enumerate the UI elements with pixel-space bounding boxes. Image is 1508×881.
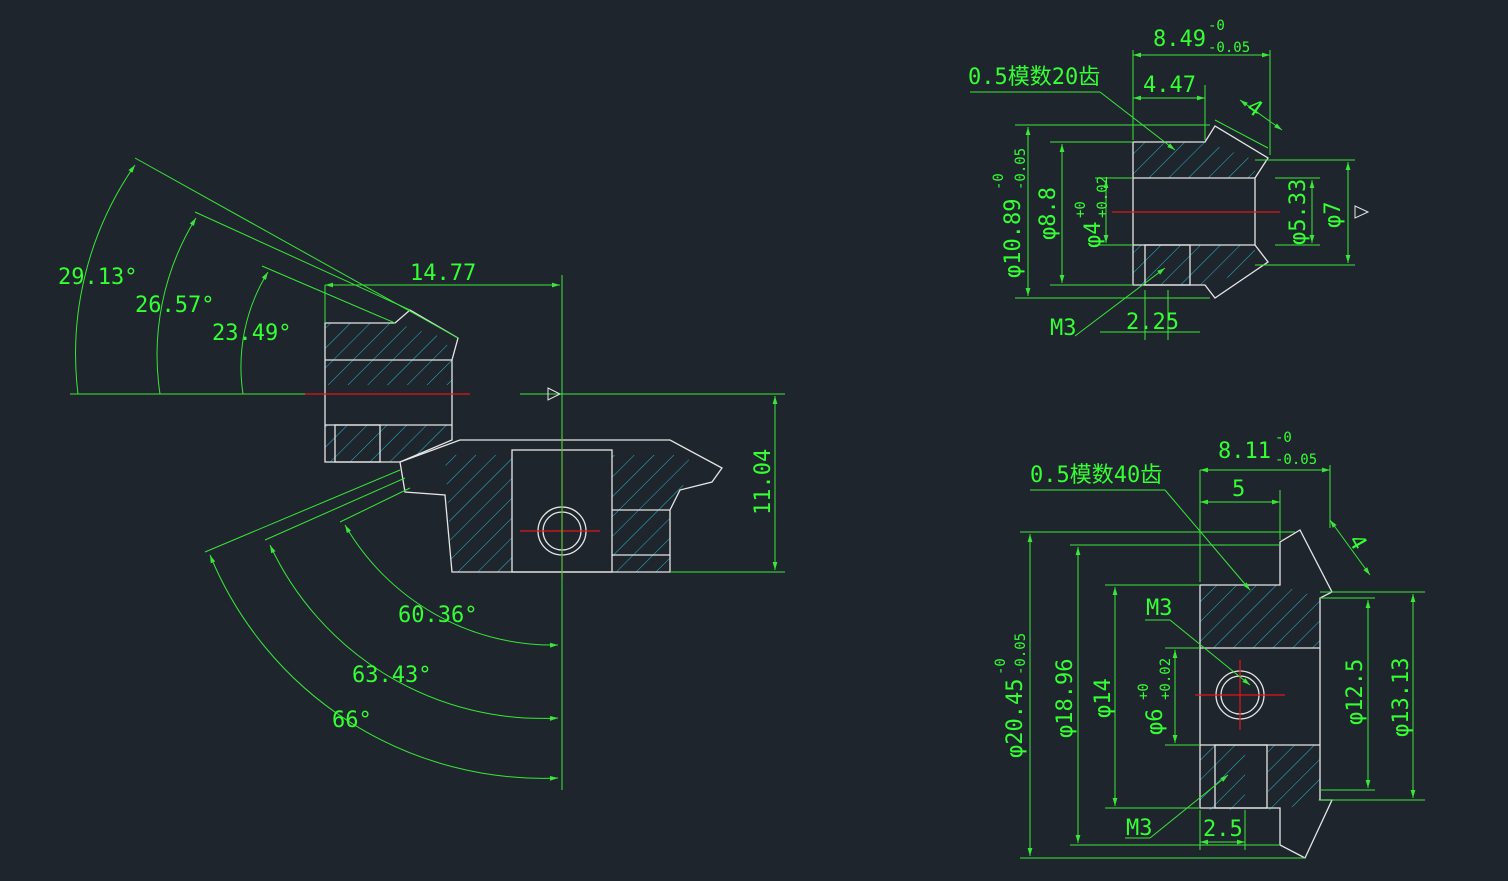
pinion-d3-dimension: φ7 <box>1321 202 1346 229</box>
gear-d2-dimension: φ14 <box>1091 678 1116 718</box>
pinion-bore-tol-lower: +0.02 <box>1095 176 1111 218</box>
gear-od-dimension: φ20.45 <box>1003 679 1028 758</box>
gear-od-tol-lower: -0.05 <box>1013 633 1029 675</box>
height-dimension: 11.04 <box>751 449 776 515</box>
gear-spec-label: 0.5模数40齿 <box>1030 463 1162 488</box>
length-dimension: 14.77 <box>410 261 476 286</box>
gear-hub-dimension: 5 <box>1232 477 1245 502</box>
angle-label-63: 63.43° <box>352 663 431 688</box>
gear-bore-dimension: φ6 <box>1143 709 1168 736</box>
angle-label-29: 29.13° <box>58 265 137 290</box>
pinion-od-dimension: φ10.89 <box>1001 199 1026 278</box>
gear-screw-top-label: M3 <box>1146 596 1173 621</box>
pinion-spec-label: 0.5模数20齿 <box>968 65 1100 90</box>
gear-bore-tol-lower: +0.02 <box>1158 658 1174 700</box>
gear-face-dimension: 4 <box>1343 531 1371 555</box>
angle-label-66: 66° <box>332 708 372 733</box>
pinion-od-tol-lower: -0.05 <box>1013 148 1029 190</box>
pinion-d1-dimension: φ8.8 <box>1036 187 1061 240</box>
gear-screw-bottom-label: M3 <box>1126 816 1153 841</box>
gear-screw-pos-dimension: 2.5 <box>1203 817 1243 842</box>
gear-width-tol-lower: -0.05 <box>1275 452 1317 468</box>
gear-d3-dimension: φ12.5 <box>1343 659 1368 725</box>
gear-detail-view: 0.5模数40齿 8.11 -0 -0.05 5 4 φ20.45 -0 -0.… <box>993 430 1425 859</box>
pinion-detail-view: 0.5模数20齿 8.49 -0 -0.05 4.47 4 φ10.89 -0 … <box>968 18 1370 341</box>
angle-label-23: 23.49° <box>212 321 291 346</box>
gear-width-tol-upper: -0 <box>1275 430 1292 446</box>
pinion-bore-dimension: φ4 <box>1081 222 1106 249</box>
pinion-d2-dimension: φ5.33 <box>1286 179 1311 245</box>
gear-d1-dimension: φ18.96 <box>1053 659 1078 738</box>
pinion-bore-tol-upper: +0 <box>1073 201 1089 218</box>
pinion-width-tol-upper: -0 <box>1208 18 1225 34</box>
pinion-hub-dimension: 4.47 <box>1143 73 1196 98</box>
gear-bore-tol-upper: +0 <box>1136 683 1152 700</box>
pinion-screw-label: M3 <box>1050 316 1077 341</box>
pinion-face-dimension: 4 <box>1242 94 1267 122</box>
angle-label-26: 26.57° <box>135 293 214 318</box>
gear-pair-assembly-view: 29.13° 26.57° 23.49° 60.36° 63.43° 66° 1… <box>58 157 785 790</box>
pinion-od-tol-upper: -0 <box>991 173 1007 190</box>
pinion-width-tol-lower: -0.05 <box>1208 40 1250 56</box>
gear-width-dimension: 8.11 <box>1218 439 1271 464</box>
pinion-screw-pos-dimension: 2.25 <box>1126 310 1179 335</box>
pinion-width-dimension: 8.49 <box>1153 27 1206 52</box>
gear-od-tol-upper: -0 <box>993 658 1009 675</box>
angle-label-60: 60.36° <box>398 603 477 628</box>
gear-d4-dimension: φ13.13 <box>1389 658 1414 737</box>
